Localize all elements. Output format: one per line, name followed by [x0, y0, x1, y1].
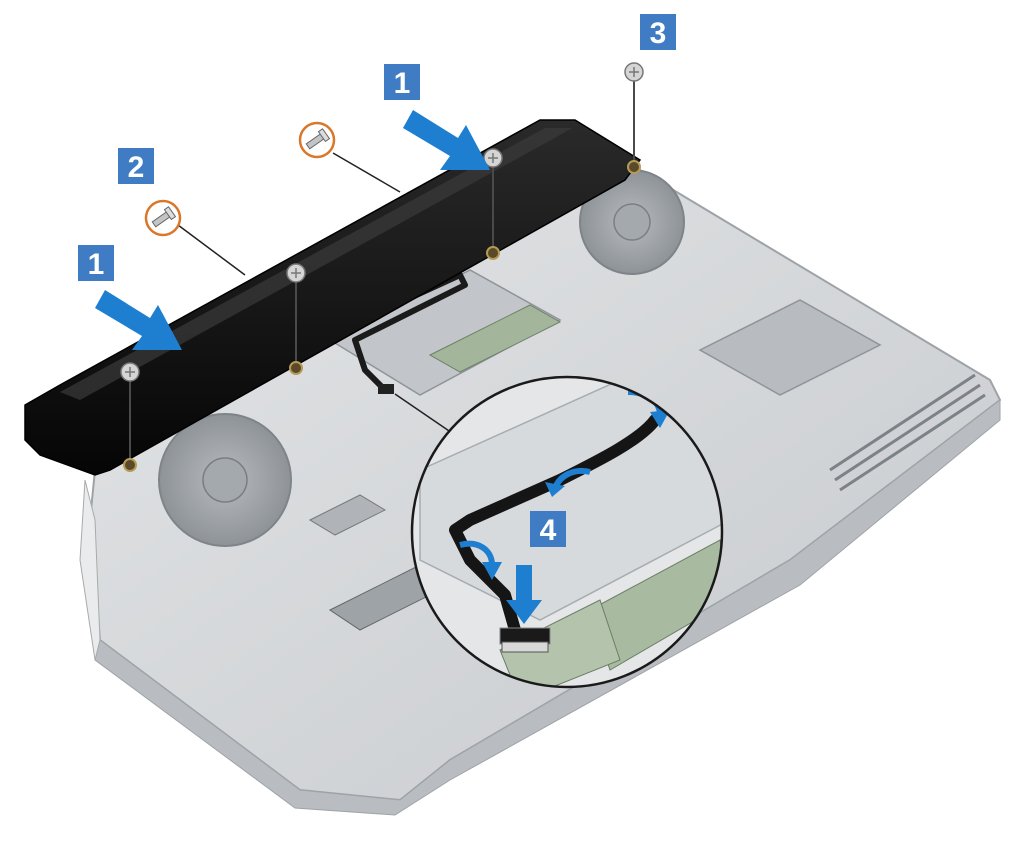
step-badge-3: 3 [640, 14, 676, 50]
screw-holes [123, 160, 641, 472]
inset-border [410, 375, 724, 689]
hinge-cover-highlight [60, 128, 572, 400]
curved-arrow-icon [482, 562, 502, 580]
arrow-icon [403, 110, 490, 170]
hinge-cover-body [24, 119, 642, 476]
screw-icon [286, 263, 306, 283]
cable-connector [378, 384, 394, 394]
step-badge-1-right: 1 [384, 64, 420, 100]
step-badge-1-left: 1 [78, 245, 114, 281]
chassis-side-vents [79, 479, 101, 661]
screw-highlight-left [144, 199, 182, 237]
screw-icon [624, 62, 644, 82]
curved-arrow-icon [650, 410, 670, 428]
step-number: 1 [88, 248, 105, 281]
step-number: 3 [650, 17, 667, 50]
step-number: 2 [128, 151, 145, 184]
fan-icon [158, 413, 292, 547]
screw-icon [483, 148, 503, 168]
leader-lines [177, 152, 401, 276]
inset-connector-socket [501, 641, 549, 653]
step-badge-2: 2 [118, 148, 154, 184]
arrow-icon [506, 565, 542, 624]
step-badge-4: 4 [530, 511, 566, 547]
curved-arrow-icon [545, 482, 565, 497]
inset-callout-line [394, 393, 456, 436]
screw-icon [120, 362, 140, 382]
screw-icon [151, 206, 177, 228]
screw-icon [305, 128, 331, 150]
memory-module [428, 304, 562, 373]
inset-cable [449, 414, 661, 636]
rear-vent-slats [829, 373, 986, 492]
step-number: 1 [394, 67, 411, 100]
screw-highlight-right [298, 121, 336, 159]
screw-posts [129, 73, 635, 465]
arrow-icon [95, 290, 182, 350]
chassis-front-edge [94, 398, 1001, 816]
hinge-cover [24, 119, 642, 476]
curved-arrow-icon [459, 540, 495, 566]
fan-icon [579, 169, 685, 275]
step-number: 4 [540, 514, 557, 547]
wlan-card [308, 494, 387, 536]
ssd-bay [698, 299, 882, 396]
magnified-inset [410, 375, 724, 689]
